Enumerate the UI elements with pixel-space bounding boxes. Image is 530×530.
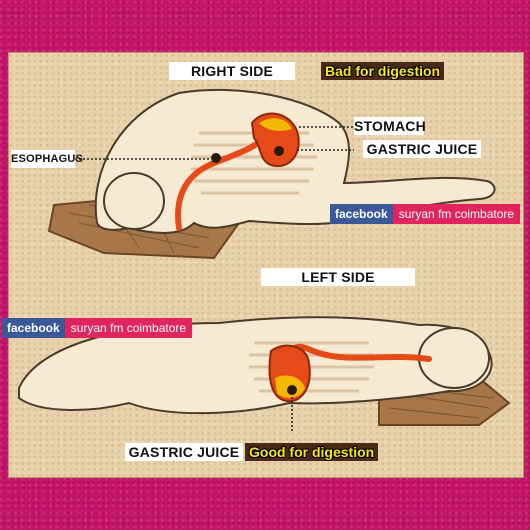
- gastric-juice-top: [259, 118, 292, 131]
- facebook-watermark-bottom: facebook suryan fm coimbatore: [2, 318, 193, 338]
- esophagus-bottom: [288, 343, 432, 362]
- stomach-label: STOMACH: [354, 117, 426, 135]
- gastric-juice-label-top: GASTRIC JUICE: [363, 140, 481, 158]
- good-for-digestion-label: Good for digestion: [245, 443, 379, 461]
- facebook-logo-text: facebook: [2, 318, 65, 338]
- body-bottom: [18, 316, 493, 415]
- bad-for-digestion-label: Bad for digestion: [321, 62, 445, 80]
- esophagus-top: [175, 135, 267, 231]
- gastric-juice-label-bottom: GASTRIC JUICE: [125, 443, 243, 461]
- body-top: [94, 88, 496, 234]
- facebook-watermark-top: facebook suryan fm coimbatore: [330, 204, 521, 224]
- esophagus-label: ESOPHAGUS: [11, 150, 83, 168]
- facebook-logo-text: facebook: [330, 204, 393, 224]
- left-side-figure: [18, 316, 511, 431]
- page-name: suryan fm coimbatore: [392, 204, 521, 224]
- page-name: suryan fm coimbatore: [64, 318, 193, 338]
- head-top: [103, 172, 165, 230]
- right-side-figure: [47, 88, 496, 260]
- left-side-label: LEFT SIDE: [261, 268, 415, 286]
- digestion-illustration: [18, 88, 511, 431]
- illustration-panel: RIGHT SIDE Bad for digestion STOMACH GAS…: [8, 52, 524, 478]
- right-side-label: RIGHT SIDE: [169, 62, 295, 80]
